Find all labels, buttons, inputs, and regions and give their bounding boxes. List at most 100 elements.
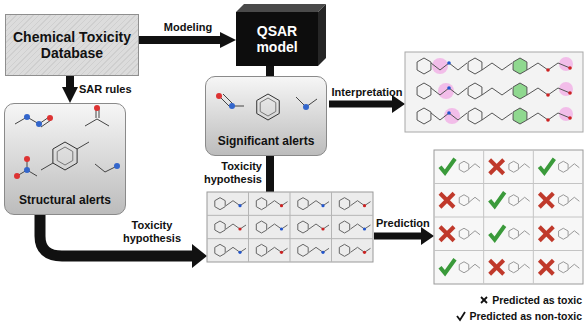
bond-stroke [482,113,512,120]
bond-stroke [351,201,371,206]
bond-stroke [469,164,480,169]
ring-stroke [468,83,482,99]
bond-stroke [539,227,553,241]
bond-stroke [309,247,329,252]
bond-stroke [568,164,579,169]
ring-stroke [215,198,225,210]
node-label: Chemical Toxicity Database [10,29,134,61]
bond-stroke [481,297,487,303]
bond-stroke [268,247,288,252]
atom-mark [447,86,451,90]
bond-stroke [440,227,454,241]
flow-label: Toxicity hypothesis [112,219,192,244]
ring-stroke [57,147,73,165]
flow-label: Interpretation [329,86,405,99]
bond-stroke [490,260,504,274]
fragment-drawing [206,77,328,135]
bond-stroke [440,193,454,207]
ring-stroke [559,262,569,273]
bond-stroke [434,250,583,251]
ring-stroke [459,195,469,206]
ring-stroke [459,262,469,273]
legend: Predicted as toxicPredicted as non-toxic [444,292,582,324]
bond-stroke [434,217,583,218]
ring-stroke [509,195,519,206]
arrow-head [192,244,207,268]
atom-mark [238,251,241,254]
bond-stroke [482,63,512,70]
atom-mark [568,116,572,120]
bond-stroke [519,197,530,202]
legend-row: Predicted as toxic [444,292,582,308]
alert-box: Significant alerts [205,76,327,156]
ring-stroke [513,83,527,99]
atom-mark [546,68,550,72]
ring-stroke [509,262,519,273]
bond-stroke [539,193,553,207]
ring-stroke [298,221,308,233]
atom-mark [444,108,460,124]
ring-stroke [417,83,431,99]
ring-stroke [53,142,77,170]
ring-stroke [459,228,469,239]
atom-mark [238,227,241,230]
bond-stroke [268,224,288,229]
node-label: Structural alerts [9,194,121,208]
edge-label: Modeling [150,21,226,34]
ring-stroke [256,198,266,210]
database-box: Chemical Toxicity Database [5,14,139,76]
atom-mark [447,61,451,65]
ring-stroke [509,228,519,239]
bond-stroke [539,193,553,207]
edge-label: SAR rules [79,83,149,96]
bond-stroke [490,160,504,174]
interpretation-arrow [329,101,393,108]
bond-stroke [519,264,530,269]
bond-stroke [290,192,291,262]
ring-stroke [339,244,349,256]
bond-stroke [226,201,246,206]
atom-mark [447,111,451,115]
arrow-head [421,227,434,245]
bond-stroke [482,88,512,95]
atom-mark [24,167,30,173]
bond-stroke [568,197,579,202]
bond-stroke [77,142,89,149]
bond-stroke [97,119,109,126]
molecule-drawings [417,57,573,124]
flow-arrow [66,76,74,91]
atom-mark [438,83,454,99]
atom-mark [24,156,30,162]
atom-mark [14,173,20,179]
model-cube: QSAR model [236,4,326,66]
bond-stroke [469,264,480,269]
flow-label: Toxicity hypothesis [186,160,262,185]
bond-stroke [220,97,230,107]
bond-stroke [207,215,373,216]
node-label: Significant alerts [210,135,322,149]
ring-stroke [459,161,469,172]
bond-stroke [440,193,454,207]
hypothesis-table [207,192,373,262]
bond-stroke [223,94,233,104]
atom-mark [280,204,283,207]
bond-stroke [481,297,487,303]
atom-mark [363,204,366,207]
bond-stroke [351,224,371,229]
bond-stroke [248,192,249,262]
connector-bar [266,155,274,193]
atom-mark [94,105,100,111]
ring-stroke [339,221,349,233]
bond-stroke [440,227,454,241]
ring-stroke [513,58,527,74]
atom-mark [363,251,366,254]
bond-stroke [490,260,504,274]
atom-mark [280,227,283,230]
bond-stroke [568,231,579,236]
atom-mark [238,204,241,207]
legend-row: Predicted as non-toxic [444,308,582,324]
molecule-drawings [207,192,373,262]
flow-arrow [139,36,224,44]
bond-stroke [539,260,553,274]
